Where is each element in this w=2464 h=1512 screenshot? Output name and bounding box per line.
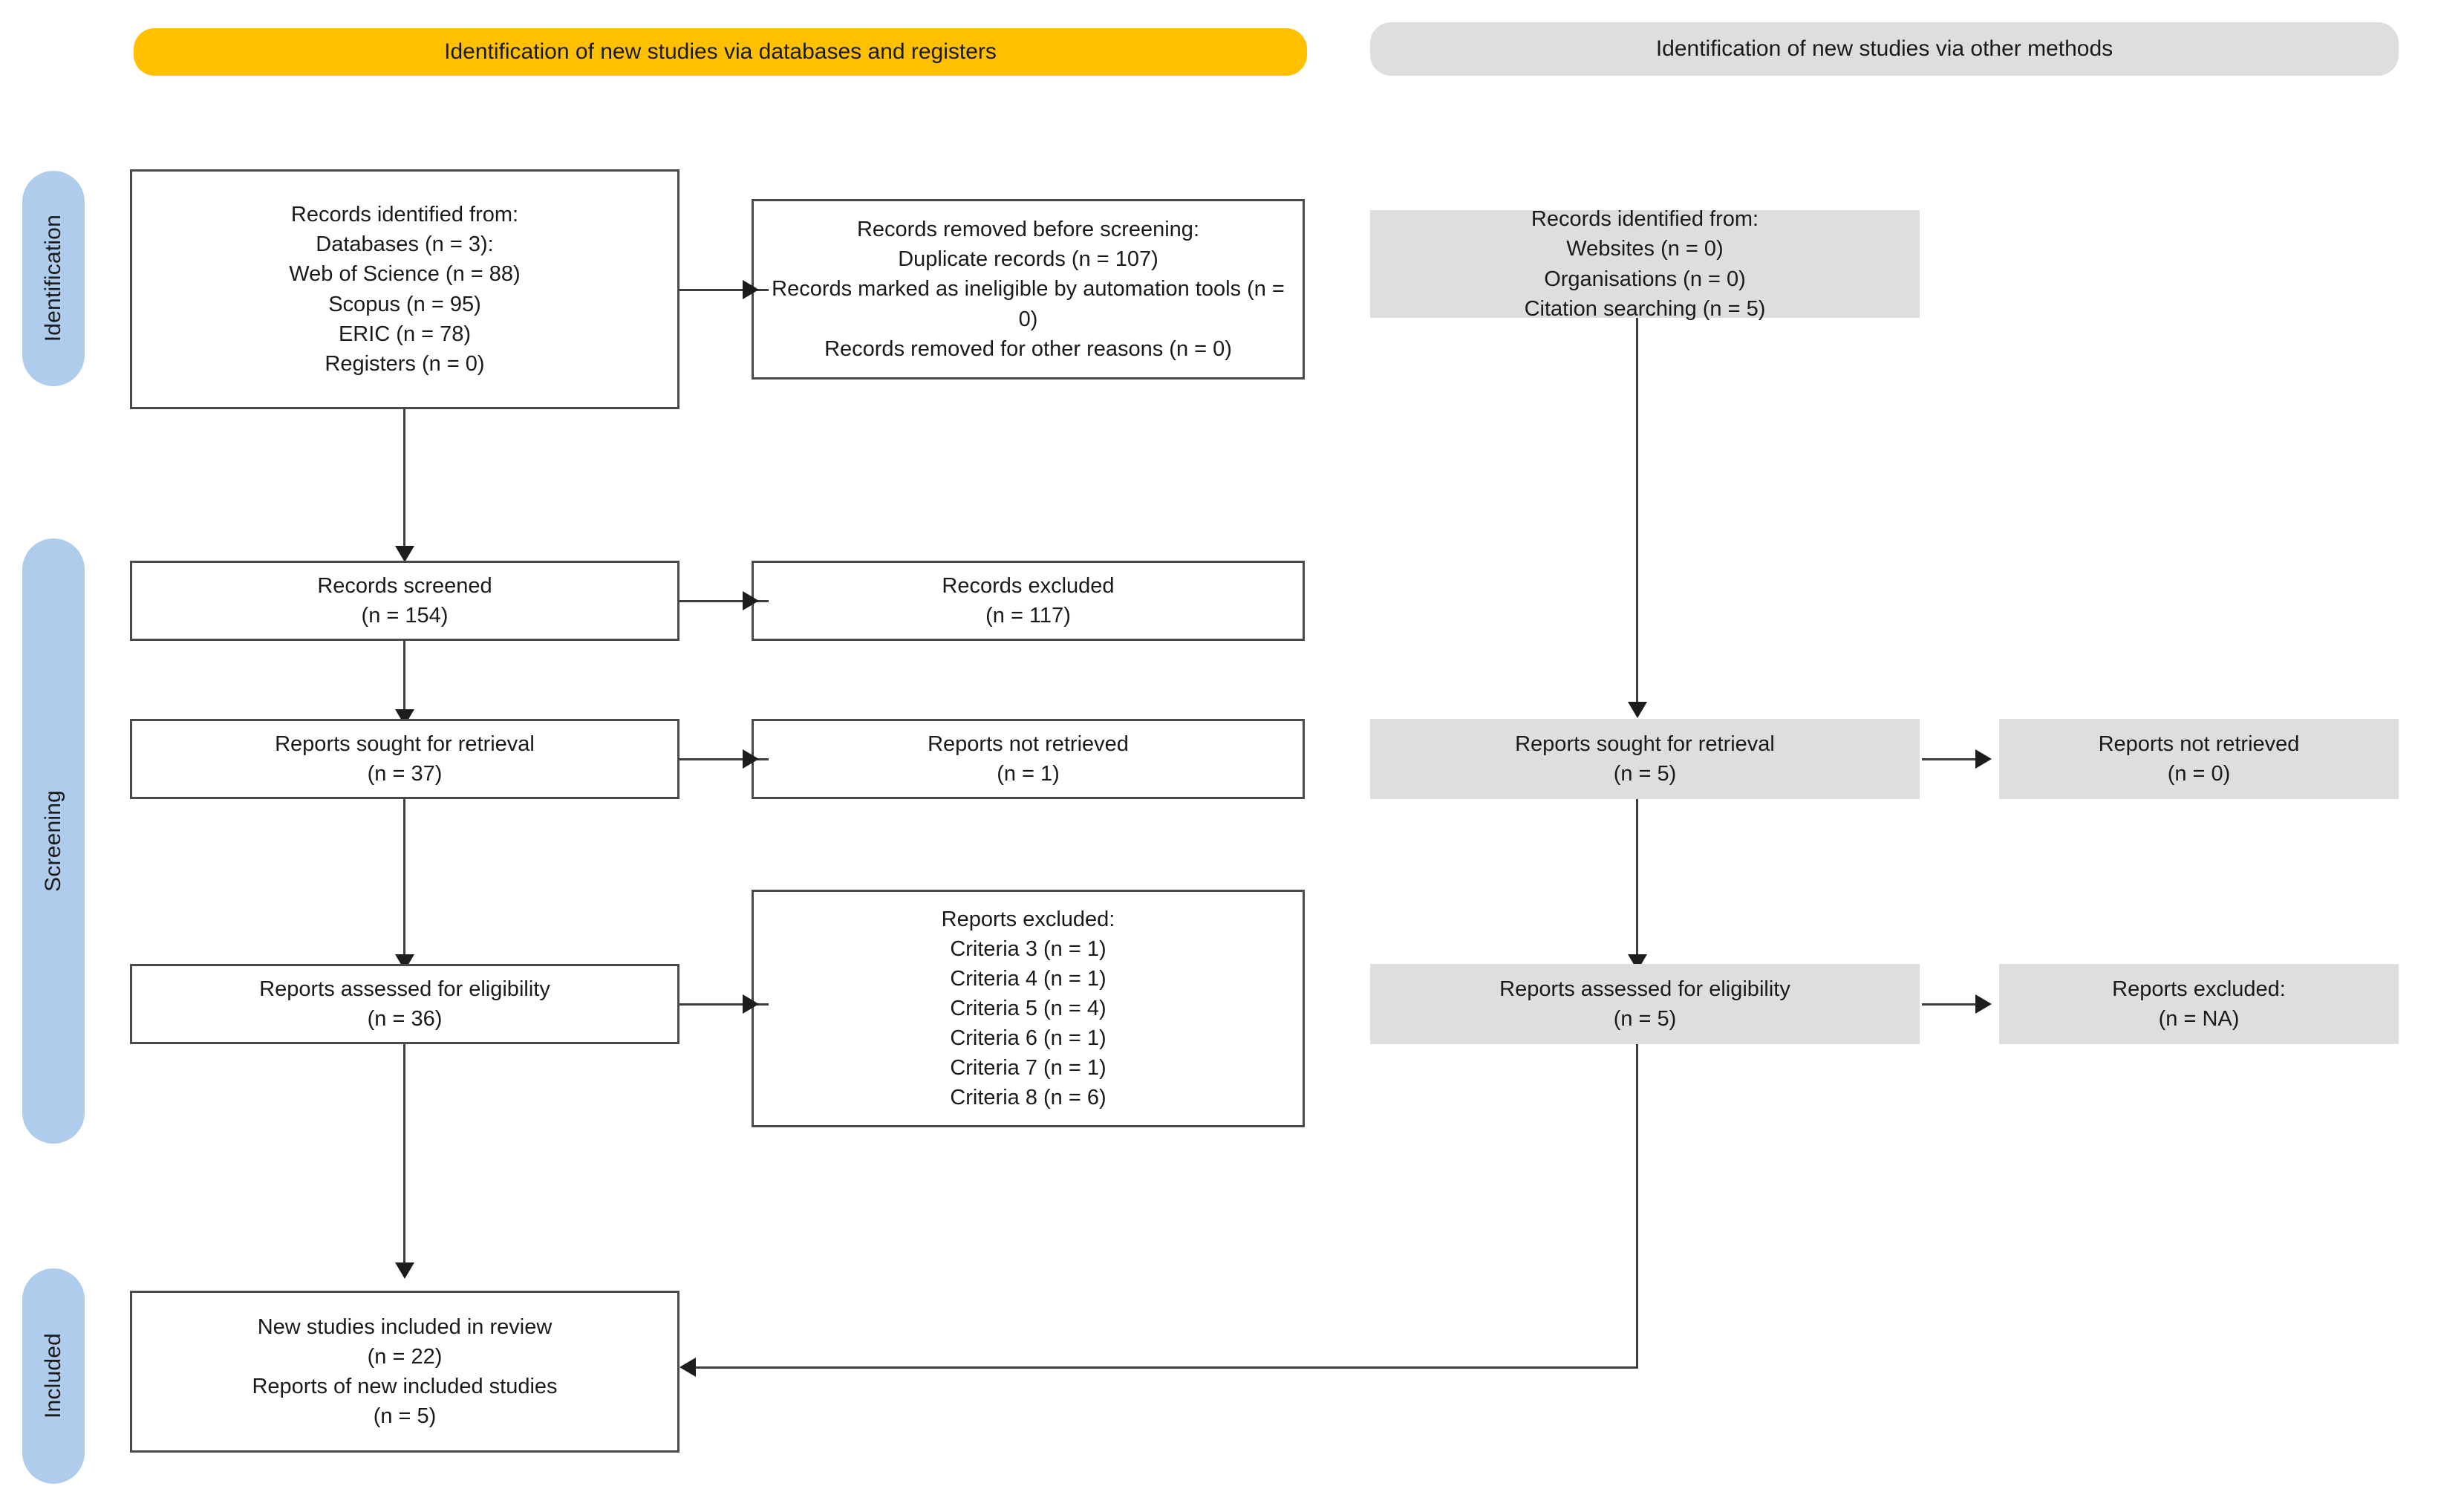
header-databases-label: Identification of new studies via databa…: [444, 39, 997, 64]
node-line: (n = 1): [997, 762, 1060, 786]
stage-pill-identification: Identification: [22, 171, 85, 386]
stage-label-included: Included: [41, 1333, 65, 1419]
arrowhead-other-identified-to-sought: [1628, 702, 1647, 718]
node-line: Criteria 6 (n = 1): [950, 1026, 1106, 1050]
node-line: Reports not retrieved: [928, 731, 1129, 756]
node-records-identified-other: Records identified from: Websites (n = 0…: [1370, 207, 1920, 321]
arrowhead-assessed-to-excluded: [743, 994, 759, 1014]
node-line: Records excluded: [942, 573, 1115, 598]
connector-sought-to-not-retrieved: [679, 758, 769, 760]
arrowhead-other-to-included: [679, 1358, 696, 1377]
node-line: Duplicate records (n = 107): [898, 247, 1158, 272]
node-reports-sought-databases: Reports sought for retrieval (n = 37): [130, 719, 679, 799]
stage-pill-screening: Screening: [22, 538, 85, 1144]
node-reports-excluded-other: Reports excluded: (n = NA): [1999, 964, 2399, 1044]
arrowhead-sought-to-not-retrieved: [743, 749, 759, 769]
connector-other-sought-to-assessed: [1636, 799, 1638, 966]
node-line: Websites (n = 0): [1566, 237, 1724, 261]
connector-other-assessed-down: [1636, 1044, 1638, 1369]
node-line: Registers (n = 0): [325, 351, 485, 376]
node-records-removed-before-screening: Records removed before screening: Duplic…: [752, 199, 1305, 379]
connector-screened-to-sought: [403, 641, 405, 723]
node-line: Reports of new included studies: [252, 1375, 558, 1398]
node-reports-excluded-criteria: Reports excluded: Criteria 3 (n = 1) Cri…: [752, 890, 1305, 1127]
stage-label-screening: Screening: [41, 790, 65, 892]
header-databases-registers: Identification of new studies via databa…: [134, 28, 1307, 76]
node-line: Criteria 8 (n = 6): [950, 1086, 1106, 1110]
node-line: Records removed before screening:: [856, 218, 1199, 242]
node-line: Criteria 4 (n = 1): [950, 966, 1106, 991]
node-line: Reports assessed for eligibility: [1499, 977, 1790, 1001]
node-reports-not-retrieved-other: Reports not retrieved (n = 0): [1999, 719, 2399, 799]
connector-assessed-to-excluded: [679, 1003, 769, 1006]
connector-other-to-included: [694, 1366, 1638, 1369]
node-line: Records identified from:: [290, 203, 519, 227]
node-line: (n = 37): [367, 762, 443, 786]
header-other-methods: Identification of new studies via other …: [1370, 22, 2399, 76]
connector-other-identified-to-sought: [1636, 318, 1638, 715]
node-line: Criteria 5 (n = 4): [950, 996, 1106, 1020]
node-records-excluded: Records excluded (n = 117): [752, 561, 1305, 641]
arrowhead-other-sought-to-not-retrieved: [1975, 749, 1992, 769]
node-reports-assessed-databases: Reports assessed for eligibility (n = 36…: [130, 964, 679, 1044]
connector-other-sought-to-not-retrieved: [1922, 758, 1989, 760]
stage-pill-included: Included: [22, 1268, 85, 1484]
node-line: (n = 5): [373, 1404, 437, 1429]
arrowhead-screened-to-excluded: [743, 591, 759, 610]
node-line: Records identified from:: [1531, 207, 1759, 232]
node-new-studies-included: New studies included in review (n = 22) …: [130, 1291, 679, 1453]
connector-identified-to-screened: [403, 409, 405, 558]
node-line: Reports sought for retrieval: [275, 731, 535, 756]
node-line: (n = 154): [361, 604, 449, 628]
connector-sought-to-assessed: [403, 799, 405, 966]
node-records-identified-databases: Records identified from: Databases (n = …: [130, 169, 679, 409]
node-reports-not-retrieved-databases: Reports not retrieved (n = 1): [752, 719, 1305, 799]
node-line: Citation searching (n = 5): [1524, 296, 1766, 321]
node-records-screened: Records screened (n = 154): [130, 561, 679, 641]
arrowhead-identified-to-removed: [743, 280, 759, 299]
node-line: Reports not retrieved: [2098, 731, 2300, 756]
node-line: ERIC (n = 78): [338, 322, 472, 346]
node-reports-assessed-other: Reports assessed for eligibility (n = 5): [1370, 964, 1920, 1044]
node-line: Criteria 3 (n = 1): [950, 936, 1106, 961]
node-line: Reports excluded:: [941, 907, 1115, 931]
node-line: Reports assessed for eligibility: [259, 977, 550, 1001]
node-line: (n = 5): [1613, 762, 1677, 786]
node-line: Criteria 7 (n = 1): [950, 1056, 1106, 1081]
connector-identified-to-removed: [679, 289, 769, 291]
arrowhead-identified-to-screened: [395, 546, 414, 562]
stage-label-identification: Identification: [41, 215, 65, 342]
connector-other-assessed-to-excluded: [1922, 1003, 1989, 1006]
arrowhead-other-assessed-to-excluded: [1975, 994, 1992, 1014]
node-line: (n = 5): [1613, 1007, 1677, 1031]
node-line: (n = 36): [367, 1007, 443, 1031]
connector-assessed-to-included: [403, 1044, 405, 1274]
node-reports-sought-other: Reports sought for retrieval (n = 5): [1370, 719, 1920, 799]
node-line: Records marked as ineligible by automati…: [772, 277, 1285, 331]
header-other-label: Identification of new studies via other …: [1655, 36, 2113, 61]
node-line: Records removed for other reasons (n = 0…: [824, 336, 1232, 361]
node-line: New studies included in review: [257, 1314, 553, 1339]
node-line: Web of Science (n = 88): [289, 262, 521, 287]
node-line: Reports excluded:: [2112, 977, 2286, 1001]
connector-screened-to-excluded: [679, 600, 769, 602]
node-line: Records screened: [317, 573, 492, 598]
node-line: (n = 117): [985, 604, 1071, 628]
node-line: Scopus (n = 95): [328, 292, 481, 316]
node-line: (n = 22): [367, 1344, 443, 1369]
node-line: Organisations (n = 0): [1544, 267, 1746, 291]
node-line: Databases (n = 3):: [316, 232, 494, 257]
node-line: Reports sought for retrieval: [1515, 731, 1775, 756]
arrowhead-assessed-to-included: [395, 1262, 414, 1279]
node-line: (n = 0): [2167, 762, 2231, 786]
node-line: (n = NA): [2158, 1007, 2240, 1031]
